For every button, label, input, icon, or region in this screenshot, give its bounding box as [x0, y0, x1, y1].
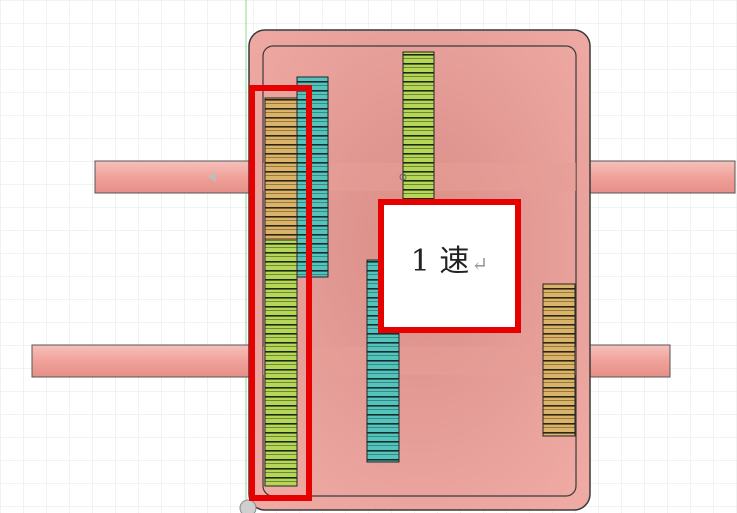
- speed-callout-box: 1 速↵: [378, 199, 521, 333]
- first-speed-highlight-box: [249, 85, 312, 501]
- green-gear-lower-left: [264, 239, 298, 487]
- tan-gear-upper-left: [264, 97, 298, 241]
- origin-marker: [239, 499, 257, 513]
- shaft-marker: [399, 173, 407, 181]
- tan-gear-lower-right: [542, 283, 576, 437]
- gearbox-housing-inner: [262, 45, 577, 497]
- return-arrow-icon: ↵: [471, 252, 489, 276]
- left-arrow-marker: [208, 172, 216, 182]
- green-gear-top-center: [402, 51, 435, 201]
- speed-label-text: 1 速: [410, 244, 470, 279]
- teal-gear-upper-left: [296, 76, 329, 278]
- lower-shaft-inside: [263, 347, 576, 375]
- speed-label: 1 速↵: [411, 247, 488, 277]
